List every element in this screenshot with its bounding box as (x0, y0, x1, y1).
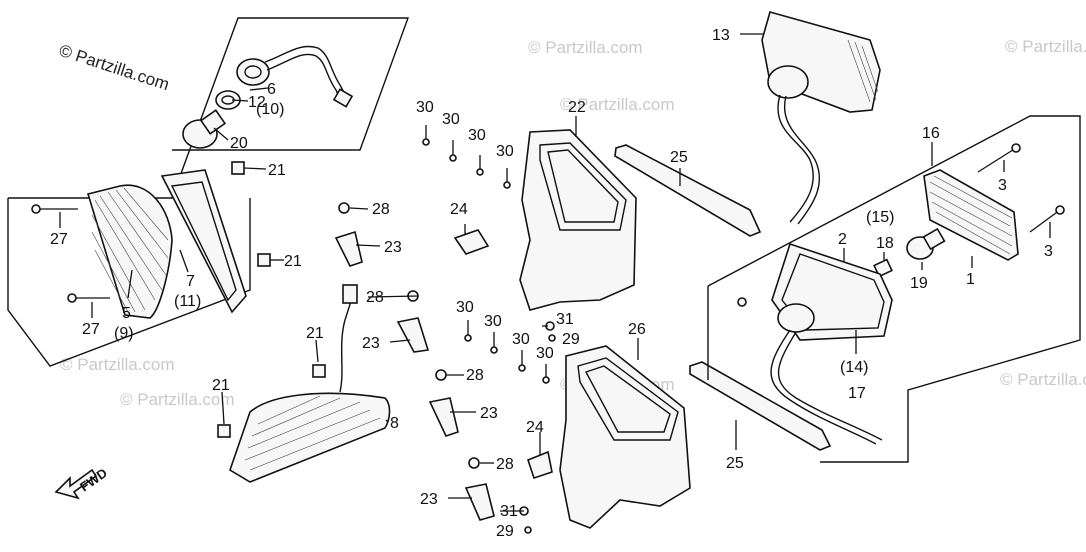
side-turn-signal-wire (339, 284, 358, 393)
callout-27: 27 (82, 321, 100, 338)
taillight-screw (1029, 205, 1065, 233)
fwd-label: FWD (77, 465, 110, 494)
callout-14: (14) (840, 359, 868, 376)
callout-19: 19 (910, 275, 928, 292)
callout-23: 23 (420, 491, 438, 508)
callout-23: 23 (362, 335, 380, 352)
callout-7-alt: (11) (174, 293, 201, 310)
taillight-screw (977, 143, 1021, 173)
callout-16: 16 (922, 125, 940, 142)
watermark: © Partzilla.com (1005, 37, 1086, 56)
callout-23: 23 (384, 239, 402, 256)
watermark: © Partzilla.com (1000, 370, 1086, 389)
watermark-main: © Partzilla.com (57, 41, 172, 94)
top-light-assembly (761, 11, 881, 225)
taillight-housing (737, 242, 893, 445)
callout-28: 28 (372, 201, 390, 218)
leader-lines (59, 33, 1051, 512)
callout-21: 21 (306, 325, 324, 342)
screw (67, 293, 110, 303)
callout-30: 30 (456, 299, 474, 316)
callout-3: 3 (998, 177, 1007, 194)
bracket (396, 290, 430, 353)
callout-3: 3 (1044, 243, 1053, 260)
callout-1: 1 (966, 271, 975, 288)
callout-28: 28 (366, 289, 384, 306)
clip (312, 364, 326, 378)
callout-2: 2 (838, 231, 847, 248)
bracket (464, 457, 495, 521)
taillight-frame (707, 115, 1081, 463)
callout-30: 30 (484, 313, 502, 330)
callout-25: 25 (670, 149, 688, 166)
callout-24: 24 (526, 419, 544, 436)
callout-30: 30 (416, 99, 434, 116)
callout-12: 12 (248, 94, 266, 111)
front-turn-signal-lens (86, 184, 173, 319)
callout-15: (15) (866, 209, 894, 226)
callout-8: 8 (390, 415, 399, 432)
callout-30: 30 (512, 331, 530, 348)
washer (524, 526, 532, 534)
grommet (527, 450, 553, 480)
callout-31: 31 (556, 311, 574, 328)
callout-21: 21 (284, 253, 302, 270)
clip (231, 161, 245, 175)
grommet (453, 229, 490, 255)
callout-25: 25 (726, 455, 744, 472)
callout-13: 13 (712, 27, 730, 44)
callout-22: 22 (568, 99, 586, 116)
callout-21: 21 (268, 162, 286, 179)
socket-wire-harness (236, 45, 354, 108)
callout-5: 5 (122, 305, 131, 322)
watermark: © Partzilla.com (560, 95, 675, 114)
callouts: 6 (10) 12 20 21 21 7 (11) 5 (9) 27 27 28… (50, 27, 1053, 540)
callout-30: 30 (468, 127, 486, 144)
watermark: © Partzilla.com (60, 355, 175, 374)
upper-trim-strip (614, 144, 762, 237)
callout-18: 18 (876, 235, 894, 252)
washer (548, 334, 556, 342)
callout-20: 20 (230, 135, 248, 152)
callout-28: 28 (496, 456, 514, 473)
watermark: © Partzilla.com (528, 38, 643, 57)
callout-23: 23 (480, 405, 498, 422)
callout-29: 29 (496, 523, 514, 540)
taillight-bulb (906, 227, 946, 260)
callout-24: 24 (450, 201, 468, 218)
callout-21: 21 (212, 377, 230, 394)
callout-7: 7 (186, 273, 195, 290)
callout-6-alt: (10) (256, 101, 284, 118)
lower-side-panel (559, 345, 691, 529)
clip (257, 253, 271, 267)
callout-26: 26 (628, 321, 646, 338)
callout-30: 30 (536, 345, 554, 362)
callout-28: 28 (466, 367, 484, 384)
forward-arrow: FWD (54, 465, 110, 500)
callout-30: 30 (442, 111, 460, 128)
lens-gasket (160, 169, 247, 314)
callout-29: 29 (562, 331, 580, 348)
bracket (428, 369, 459, 437)
callout-31: 31 (500, 503, 518, 520)
callout-30: 30 (496, 143, 514, 160)
turn-signal-bulb (182, 109, 227, 149)
side-turn-signal-lens (229, 392, 391, 483)
taillight-lens (923, 169, 1019, 261)
socket (873, 258, 893, 278)
callout-17: 17 (848, 385, 866, 402)
bracket (334, 202, 363, 267)
upper-side-panel (519, 129, 637, 311)
callout-6: 6 (267, 81, 276, 98)
callout-27: 27 (50, 231, 68, 248)
watermark: © Partzilla.com (120, 390, 235, 409)
clip (217, 424, 231, 438)
lower-trim-strip (689, 361, 832, 451)
callout-5-alt: (9) (114, 325, 134, 342)
screw (31, 204, 78, 214)
small-screws (422, 125, 550, 384)
